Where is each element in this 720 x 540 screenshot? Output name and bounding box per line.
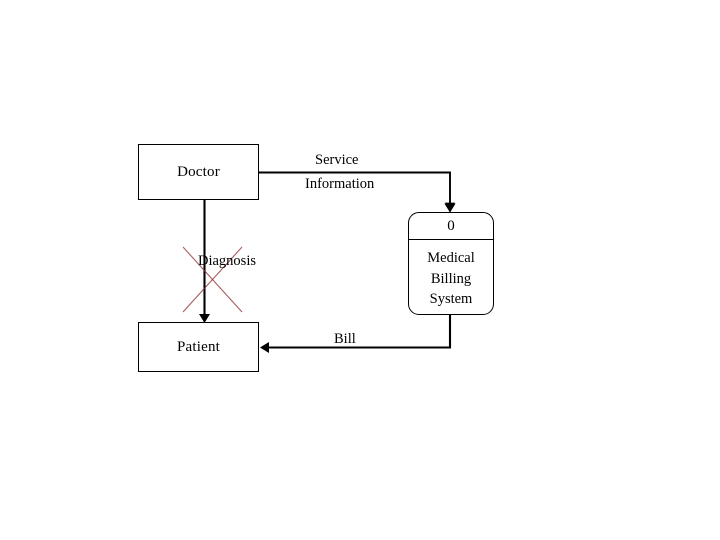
flow-line-service-information (259, 171, 456, 213)
flow-line-diagnosis (199, 200, 210, 323)
flow-label-bill: Bill (334, 331, 356, 347)
process-name-line-1: Medical (427, 250, 475, 267)
cross-out-mark-icon (182, 246, 243, 313)
process-medical-billing-system[interactable]: 0 Medical Billing System (408, 212, 494, 315)
flow-line-bill (260, 315, 452, 353)
process-name-line-2: Billing (430, 270, 472, 287)
entity-patient-label: Patient (176, 338, 221, 355)
entity-doctor-label: Doctor (177, 163, 220, 180)
flow-label-diagnosis: Diagnosis (198, 253, 256, 269)
process-number-label: 0 (447, 217, 455, 234)
process-name-label: Medical Billing System (409, 240, 493, 314)
flow-label-service: Service (315, 152, 359, 168)
process-number-row: 0 (409, 213, 493, 240)
entity-patient[interactable]: Patient (138, 322, 259, 372)
process-name-line-3: System (429, 291, 473, 308)
entity-doctor[interactable]: Doctor (138, 144, 259, 200)
flow-label-information: Information (305, 176, 375, 192)
